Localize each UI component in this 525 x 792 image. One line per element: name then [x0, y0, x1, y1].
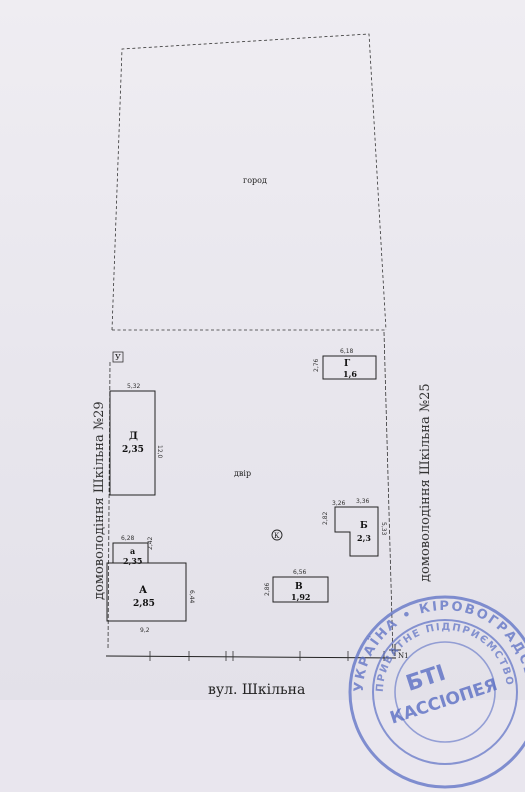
- well-mark: К: [271, 529, 283, 541]
- svg-text:а: а: [130, 546, 135, 556]
- svg-text:2,82: 2,82: [322, 511, 329, 525]
- svg-text:N1: N1: [398, 652, 409, 660]
- paper-background: [0, 0, 525, 700]
- street-label: вул. Шкільна: [208, 682, 306, 698]
- svg-text:2,35: 2,35: [122, 445, 144, 455]
- svg-text:У: У: [115, 353, 121, 362]
- site-plan: город У 5,32 12,0 Д 2,35 6,18 2,76 Г 1,6…: [105, 33, 409, 661]
- svg-text:3,26: 3,26: [332, 500, 346, 507]
- svg-text:3,36: 3,36: [356, 498, 370, 505]
- bti-stamp: УКРАЇНА • КІРОВОГРАДСЬКА ПРИВАТНЕ ПІДПРИ…: [348, 595, 525, 789]
- svg-text:6,18: 6,18: [340, 348, 354, 355]
- building-B: 3,26 3,36 2,82 5,33 Б 2,3: [322, 498, 387, 557]
- svg-text:К: К: [274, 532, 280, 540]
- svg-text:12,0: 12,0: [156, 445, 163, 459]
- svg-text:2,3: 2,3: [357, 533, 371, 543]
- corner-mark: У: [112, 351, 124, 363]
- svg-text:6,56: 6,56: [293, 569, 307, 576]
- building-G: 6,18 2,76 Г 1,6: [313, 348, 377, 380]
- building-D: 5,32 12,0 Д 2,35: [109, 383, 163, 496]
- svg-text:1,6: 1,6: [343, 369, 357, 379]
- right-neighbor-label: домоволодіння Шкільна №25: [418, 383, 433, 582]
- building-a: 6,28 2,42 а 2,35: [112, 535, 154, 566]
- svg-text:5,33: 5,33: [380, 522, 387, 536]
- svg-text:Г: Г: [344, 359, 351, 369]
- svg-text:Д: Д: [129, 431, 138, 442]
- svg-text:2,35: 2,35: [123, 556, 142, 566]
- svg-text:9,2: 9,2: [140, 627, 150, 634]
- svg-text:2,42: 2,42: [147, 536, 154, 550]
- garden-label: город: [243, 176, 267, 185]
- north-mark: N1: [389, 644, 409, 660]
- svg-text:В: В: [295, 582, 303, 592]
- svg-text:2,86: 2,86: [264, 582, 271, 596]
- left-neighbor-label: домоволодіння Шкільна №29: [92, 401, 107, 600]
- svg-text:2,85: 2,85: [133, 599, 155, 609]
- svg-text:5,32: 5,32: [127, 383, 141, 390]
- garden-plot: [111, 33, 387, 331]
- svg-text:6,44: 6,44: [188, 590, 195, 604]
- svg-text:А: А: [139, 585, 148, 596]
- svg-text:1,92: 1,92: [291, 592, 310, 602]
- building-A: 6,44 9,2 А 2,85: [106, 562, 195, 634]
- building-V: 6,56 2,86 В 1,92: [264, 569, 329, 603]
- yard-label: двір: [234, 469, 251, 478]
- svg-text:2,76: 2,76: [313, 358, 320, 372]
- svg-text:Б: Б: [360, 521, 368, 531]
- svg-text:6,28: 6,28: [121, 535, 135, 542]
